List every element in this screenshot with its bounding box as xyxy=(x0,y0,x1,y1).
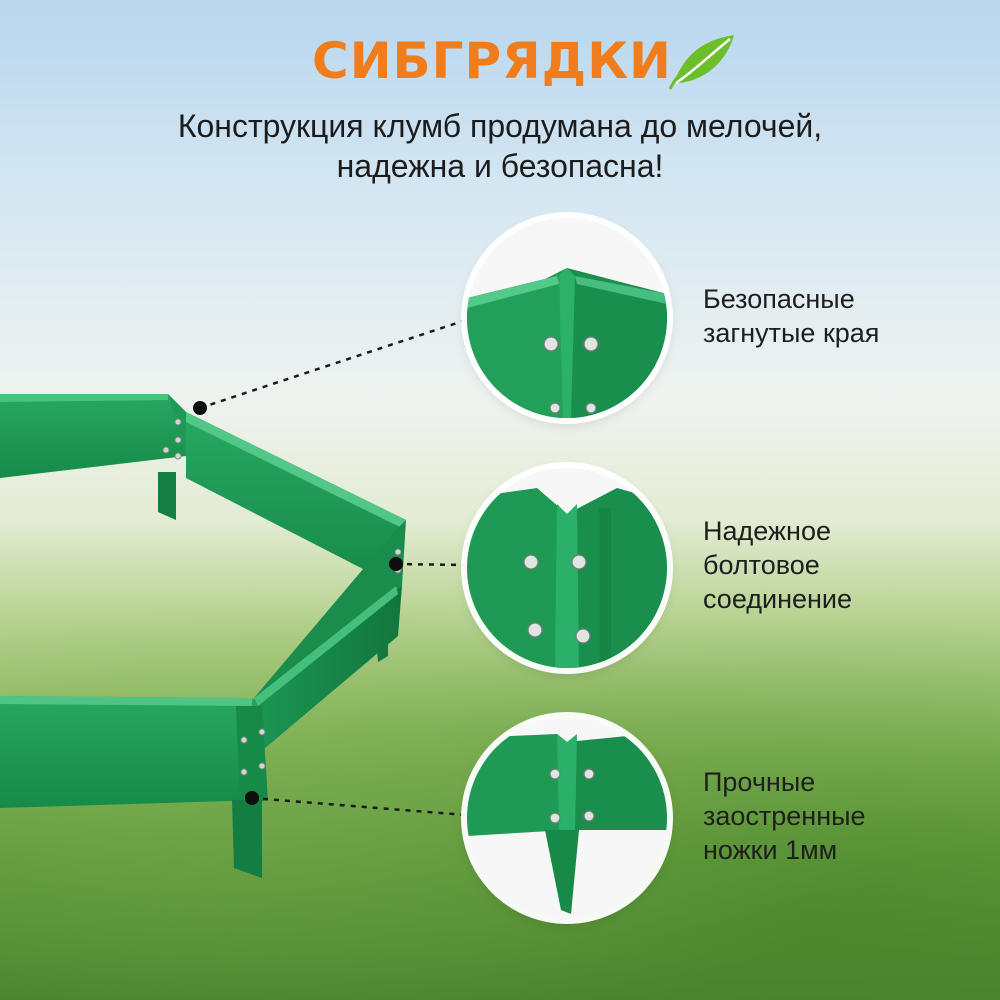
bolt-joint-closeup xyxy=(467,468,667,668)
subtitle-line-1: Конструкция клумб продумана до мелочей, xyxy=(177,108,823,144)
feature-line: ножки 1мм xyxy=(703,835,838,865)
feature-line: болтовое xyxy=(703,550,820,580)
feature-label-bent-edges: Безопасные загнутые края xyxy=(703,282,879,350)
subtitle-line-2: надежна и безопасна! xyxy=(336,148,664,184)
feature-line: загнутые края xyxy=(703,318,880,348)
brand-name: СИБГРЯДКИ xyxy=(312,32,672,90)
detail-circle-bent-edges xyxy=(467,218,667,418)
feature-line: Прочные xyxy=(703,767,816,797)
feature-line: Безопасные xyxy=(703,284,855,314)
brand-logo: СИБГРЯДКИ xyxy=(312,26,738,96)
feature-label-sharp-legs: Прочные заостренные ножки 1мм xyxy=(703,765,866,867)
page-subtitle: Конструкция клумб продумана до мелочей, … xyxy=(0,106,1000,186)
feature-line: Надежное xyxy=(703,516,831,546)
garden-bed-illustration xyxy=(0,394,406,878)
sharp-legs-closeup xyxy=(467,718,667,918)
feature-line: соединение xyxy=(703,584,853,614)
detail-circle-sharp-legs xyxy=(467,718,667,918)
leaf-icon xyxy=(668,35,734,90)
feature-label-bolt-joint: Надежное болтовое соединение xyxy=(703,514,852,616)
detail-circle-bolt-joint xyxy=(467,468,667,668)
bent-edges-closeup xyxy=(467,218,667,418)
feature-line: заостренные xyxy=(703,801,866,831)
